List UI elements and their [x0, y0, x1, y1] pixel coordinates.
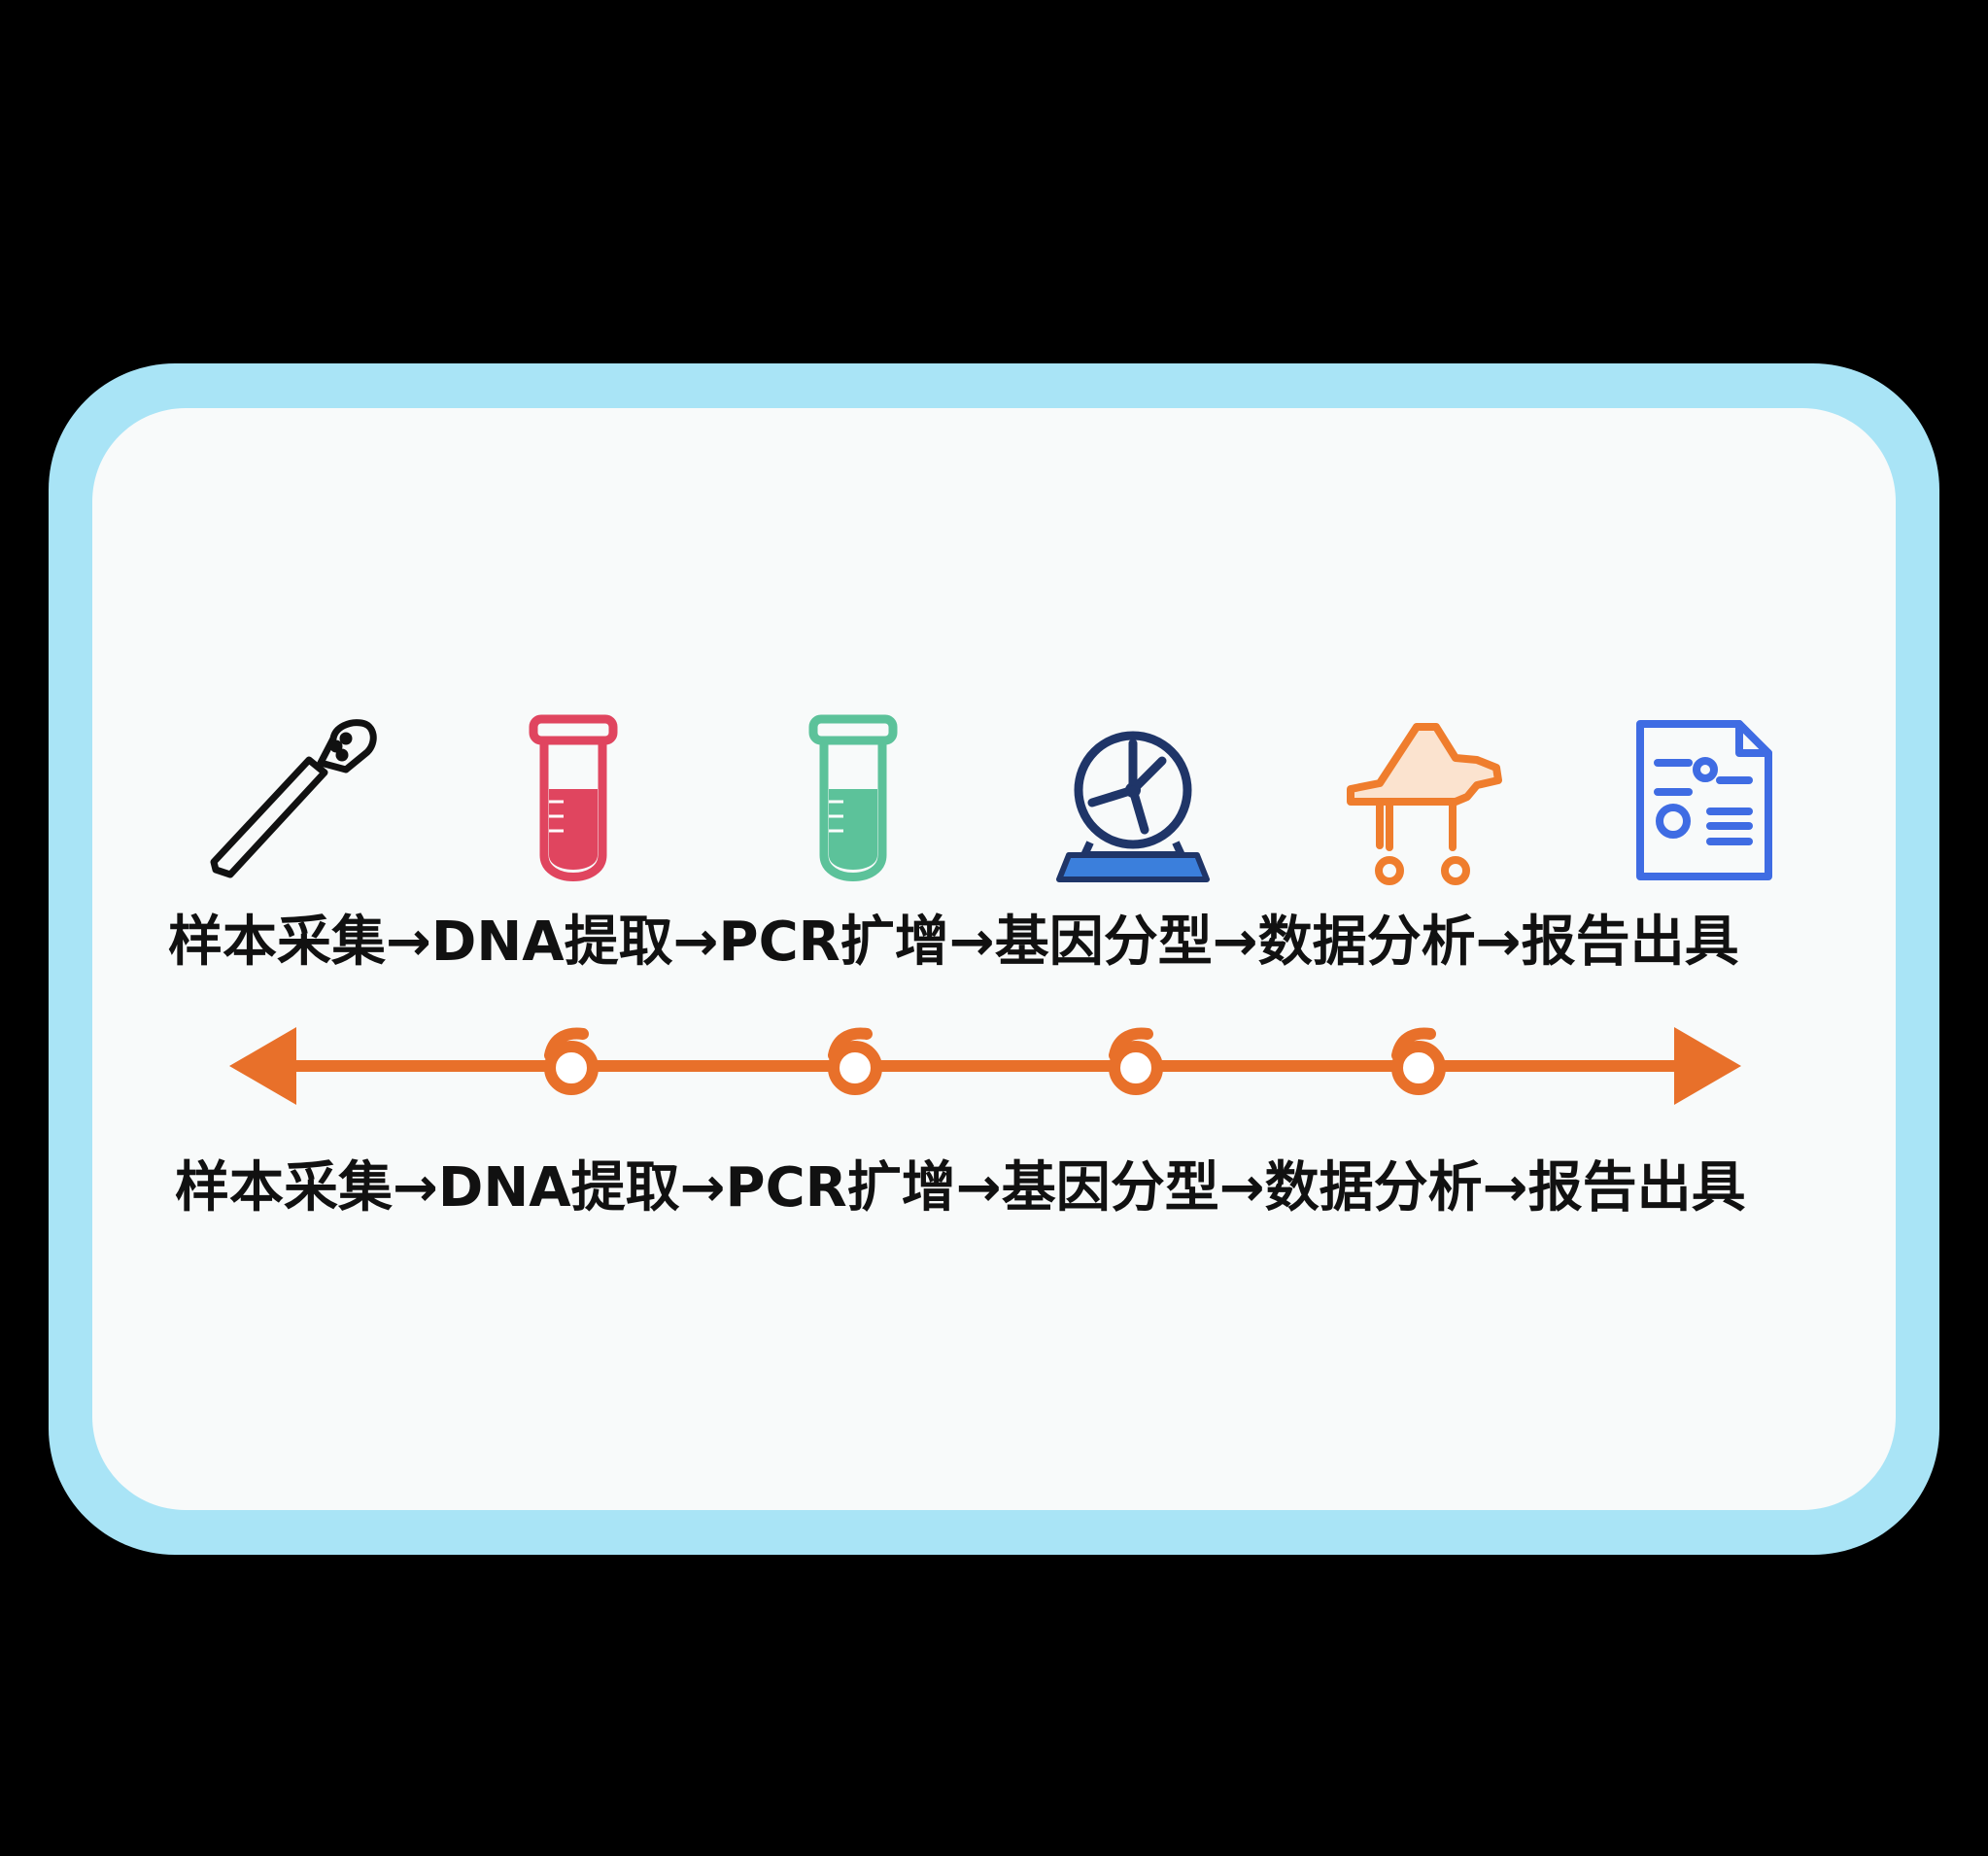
timeline-node [1109, 1027, 1163, 1095]
timeline-node [1391, 1027, 1446, 1095]
process-flow-text-top: 样本采集→DNA提取→PCR扩增→基因分型→数据分析→报告出具 [168, 911, 1739, 974]
timeline-left-arrowhead [229, 1027, 296, 1105]
data-analysis-icon [1347, 723, 1502, 885]
test-tube-green-icon [808, 714, 898, 881]
timeline-node [828, 1027, 882, 1095]
process-card [92, 408, 1896, 1510]
report-document-icon [1636, 720, 1772, 880]
process-flow-text-bottom: 样本采集→DNA提取→PCR扩增→基因分型→数据分析→报告出具 [175, 1156, 1746, 1220]
swab-icon [210, 719, 377, 878]
timeline-node [544, 1027, 599, 1095]
centrifuge-icon [1056, 731, 1210, 882]
test-tube-red-icon [529, 714, 618, 881]
timeline [229, 1027, 1741, 1105]
timeline-right-arrowhead [1674, 1027, 1741, 1105]
